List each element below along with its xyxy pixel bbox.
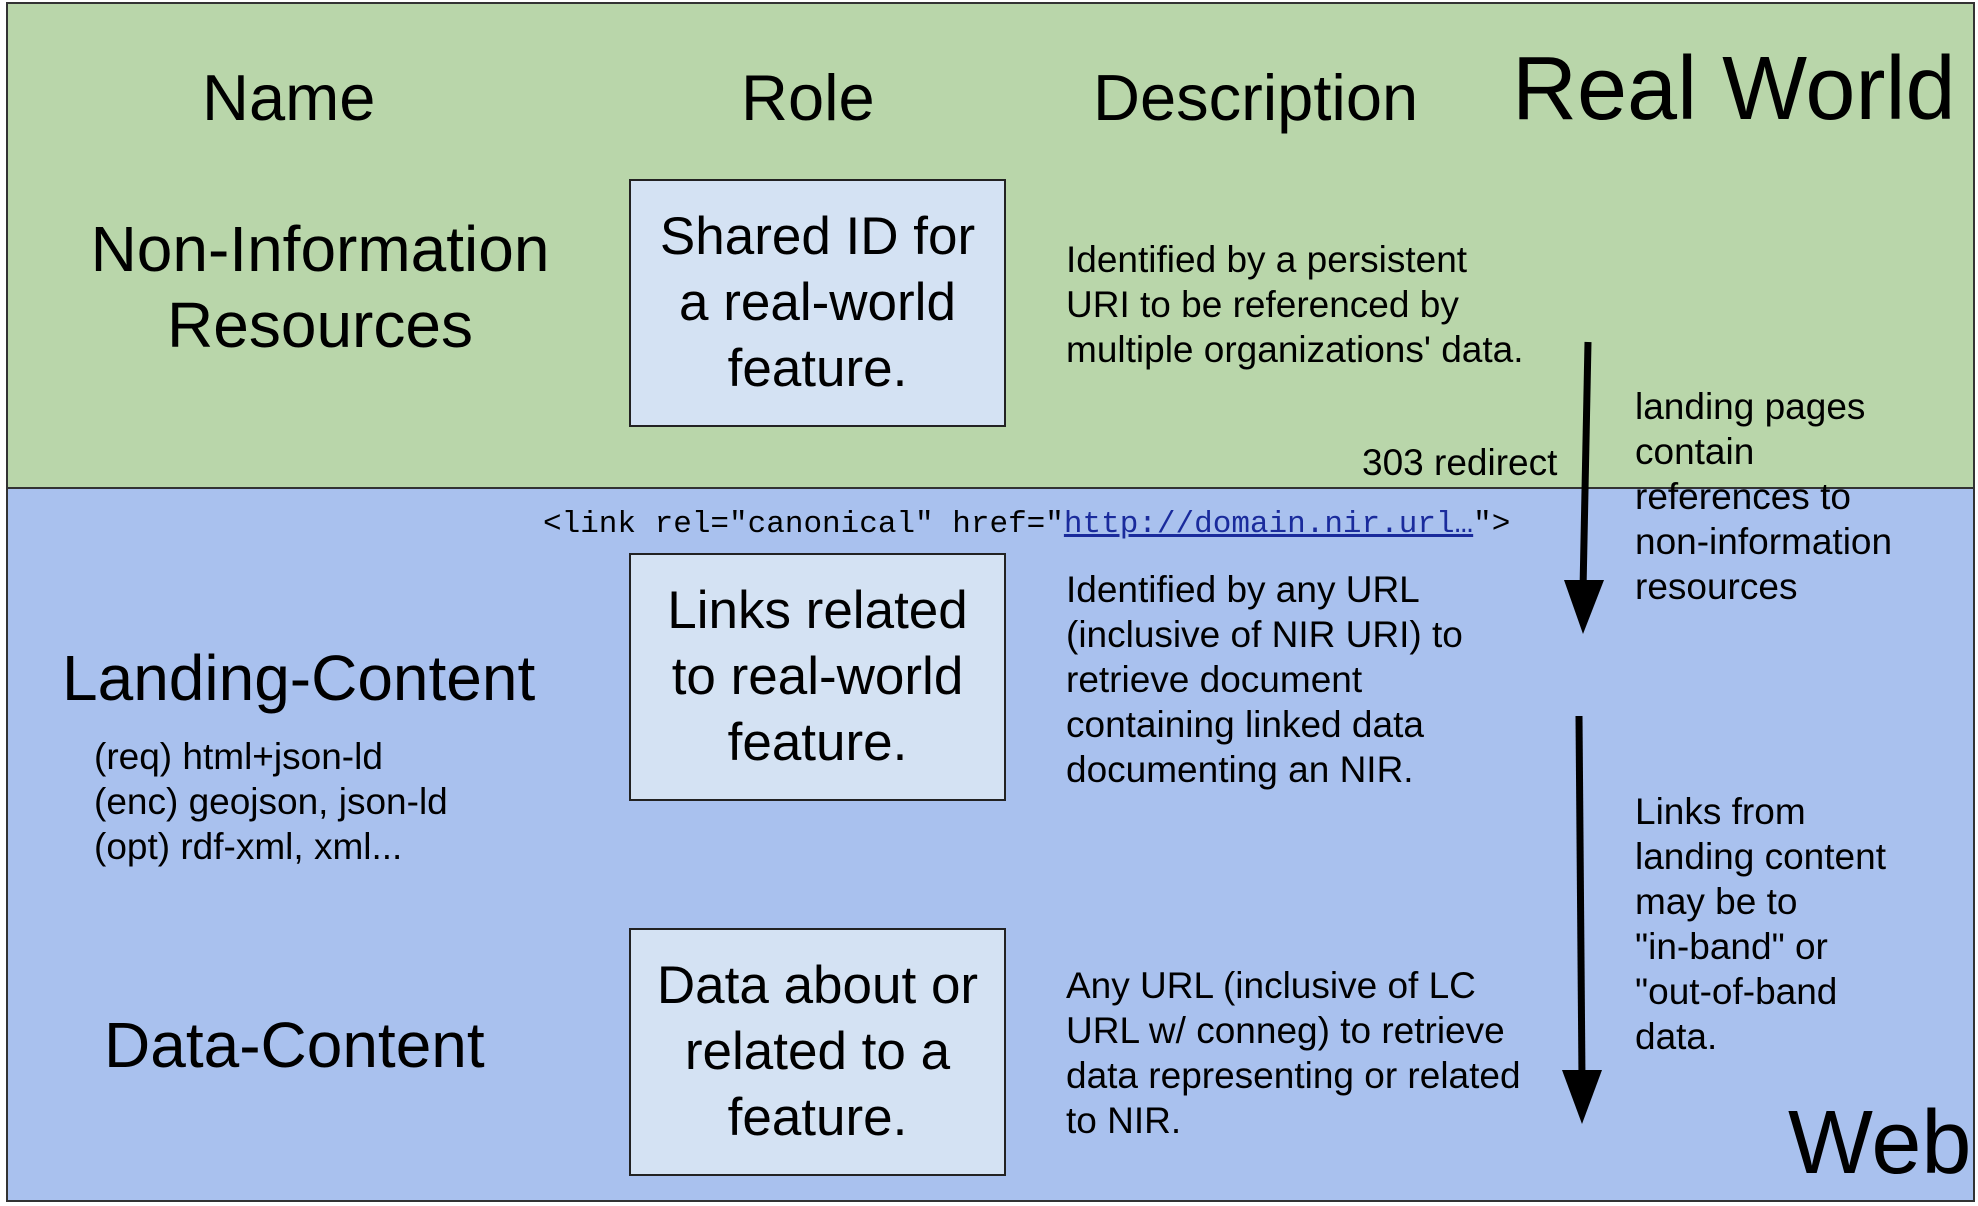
- redirect-arrow: [1564, 341, 1604, 634]
- landing-role-box: Links related to real-world feature.: [629, 553, 1006, 801]
- header-name: Name: [202, 61, 376, 134]
- header-role: Role: [741, 61, 875, 134]
- link-tag-prefix: <link rel="canonical" href=": [543, 507, 1064, 542]
- header-description: Description: [1093, 61, 1419, 134]
- canonical-link-tag: <link rel="canonical" href="http://domai…: [543, 507, 1510, 542]
- landing-pages-note: landing pages contain references to non-…: [1635, 386, 1893, 607]
- landing-description: Identified by any URL (inclusive of NIR …: [1066, 569, 1463, 790]
- links-note: Links from landing content may be to "in…: [1635, 791, 1886, 1057]
- landing-name: Landing-Content: [62, 642, 536, 714]
- zone-label-web: Web: [1788, 1093, 1972, 1193]
- data-role-box: Data about or related to a feature.: [629, 928, 1006, 1176]
- nir-name: Non-Information Resources: [90, 213, 550, 361]
- landing-formats: (req) html+json-ld (enc) geojson, json-l…: [94, 736, 448, 867]
- redirect-arrow-shaft: [1579, 341, 1592, 591]
- nir-description: Identified by a persistent URI to be ref…: [1066, 239, 1524, 370]
- redirect-label: 303 redirect: [1362, 442, 1558, 483]
- link-tag-suffix: ">: [1473, 507, 1511, 542]
- data-name: Data-Content: [104, 1009, 485, 1081]
- redirect-arrow-head: [1564, 580, 1604, 634]
- links-arrow-shaft: [1575, 715, 1586, 1081]
- links-arrow: [1562, 715, 1602, 1124]
- canonical-url-link[interactable]: http://domain.nir.url…: [1063, 507, 1474, 542]
- data-description: Any URL (inclusive of LC URL w/ conneg) …: [1066, 965, 1521, 1141]
- links-arrow-head: [1562, 1070, 1602, 1124]
- nir-role-box: Shared ID for a real-world feature.: [629, 179, 1006, 427]
- zone-label-real-world: Real World: [1512, 39, 1956, 139]
